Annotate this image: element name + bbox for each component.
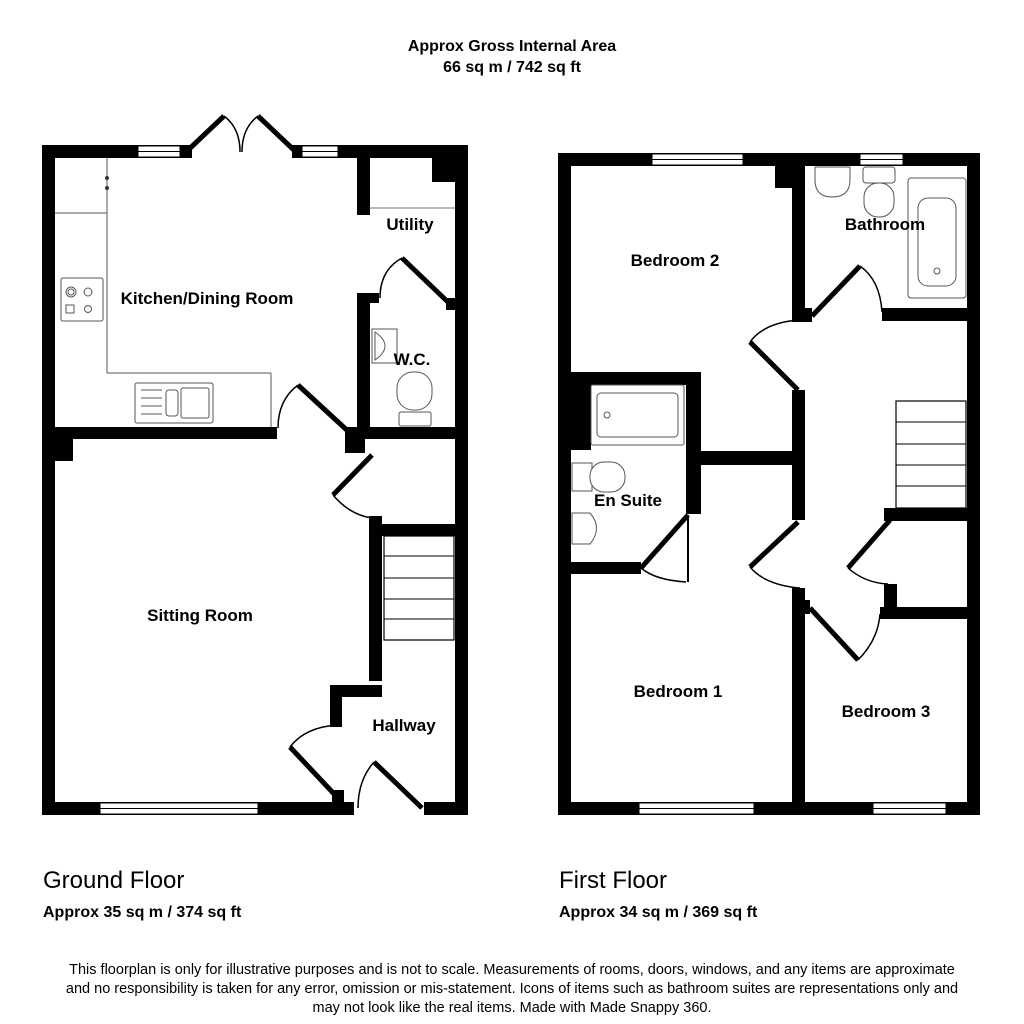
room-label-bedroom2: Bedroom 2: [631, 251, 720, 270]
sink-icon: [134, 382, 214, 424]
wc-fixtures: [371, 328, 433, 427]
cupboard-door: [331, 453, 374, 497]
sitting-door: [288, 745, 338, 798]
front-door: [372, 760, 424, 810]
bathroom-fixtures: [814, 166, 967, 299]
bedroom2-door: [748, 340, 800, 392]
first-floor-title: First Floor: [559, 867, 667, 894]
disclaimer-line-2: and no responsibility is taken for any e…: [65, 981, 959, 997]
ensuite-fixtures: [571, 384, 685, 545]
bedroom1-door: [748, 520, 800, 569]
gf-wall-right: [455, 145, 468, 815]
gf-wall-bottom-right: [424, 802, 468, 815]
disclaimer-line-1: This floorplan is only for illustrative …: [69, 962, 955, 978]
disclaimer-line-3: may not look like the real items. Made w…: [312, 1000, 712, 1016]
kitchen-units: [55, 158, 272, 427]
bathroom-door: [810, 264, 862, 318]
ensuite-toilet-icon: [589, 461, 626, 493]
room-label-ensuite: En Suite: [594, 491, 662, 510]
room-label-utility: Utility: [386, 215, 434, 234]
toilet-icon: [863, 182, 895, 218]
ground-floor-title: Ground Floor: [43, 867, 185, 894]
gross-area-title: Approx Gross Internal Area: [407, 38, 617, 55]
basin-icon: [814, 166, 851, 198]
gf-wall-left: [42, 145, 55, 815]
gross-area-value: 66 sq m / 742 sq ft: [443, 59, 581, 76]
first-floor-plan: Bedroom 2 Bathroom En Suite Bedroom 1 Be…: [558, 153, 980, 815]
shower-icon: [590, 384, 685, 446]
room-label-sitting: Sitting Room: [147, 606, 253, 625]
ground-floor-area: Approx 35 sq m / 374 sq ft: [43, 904, 242, 921]
gf-wall-kitchen-sitting: [42, 427, 277, 439]
ground-floor-plan: Kitchen/Dining Room Utility W.C. Sitting…: [42, 114, 468, 815]
ff-stairs: [895, 400, 967, 509]
room-label-kitchen: Kitchen/Dining Room: [121, 289, 294, 308]
bedroom3-door: [808, 606, 860, 662]
cupboard-door-ff: [846, 518, 892, 570]
disclaimer: This floorplan is only for illustrative …: [0, 961, 1024, 1018]
room-label-bedroom3: Bedroom 3: [842, 702, 931, 721]
room-label-bedroom1: Bedroom 1: [634, 682, 723, 701]
room-label-bathroom: Bathroom: [845, 215, 925, 234]
kitchen-door: [296, 383, 352, 435]
gf-stairs: [383, 535, 455, 641]
hob-icon: [60, 277, 104, 322]
room-label-wc: W.C.: [394, 350, 431, 369]
ensuite-door: [640, 567, 687, 583]
room-label-hallway: Hallway: [372, 716, 436, 735]
bath-icon: [907, 177, 967, 299]
wc-door: [400, 256, 452, 306]
first-floor-area: Approx 34 sq m / 369 sq ft: [559, 904, 758, 921]
french-doors: [184, 114, 298, 154]
ensuite-basin-icon: [571, 512, 597, 545]
